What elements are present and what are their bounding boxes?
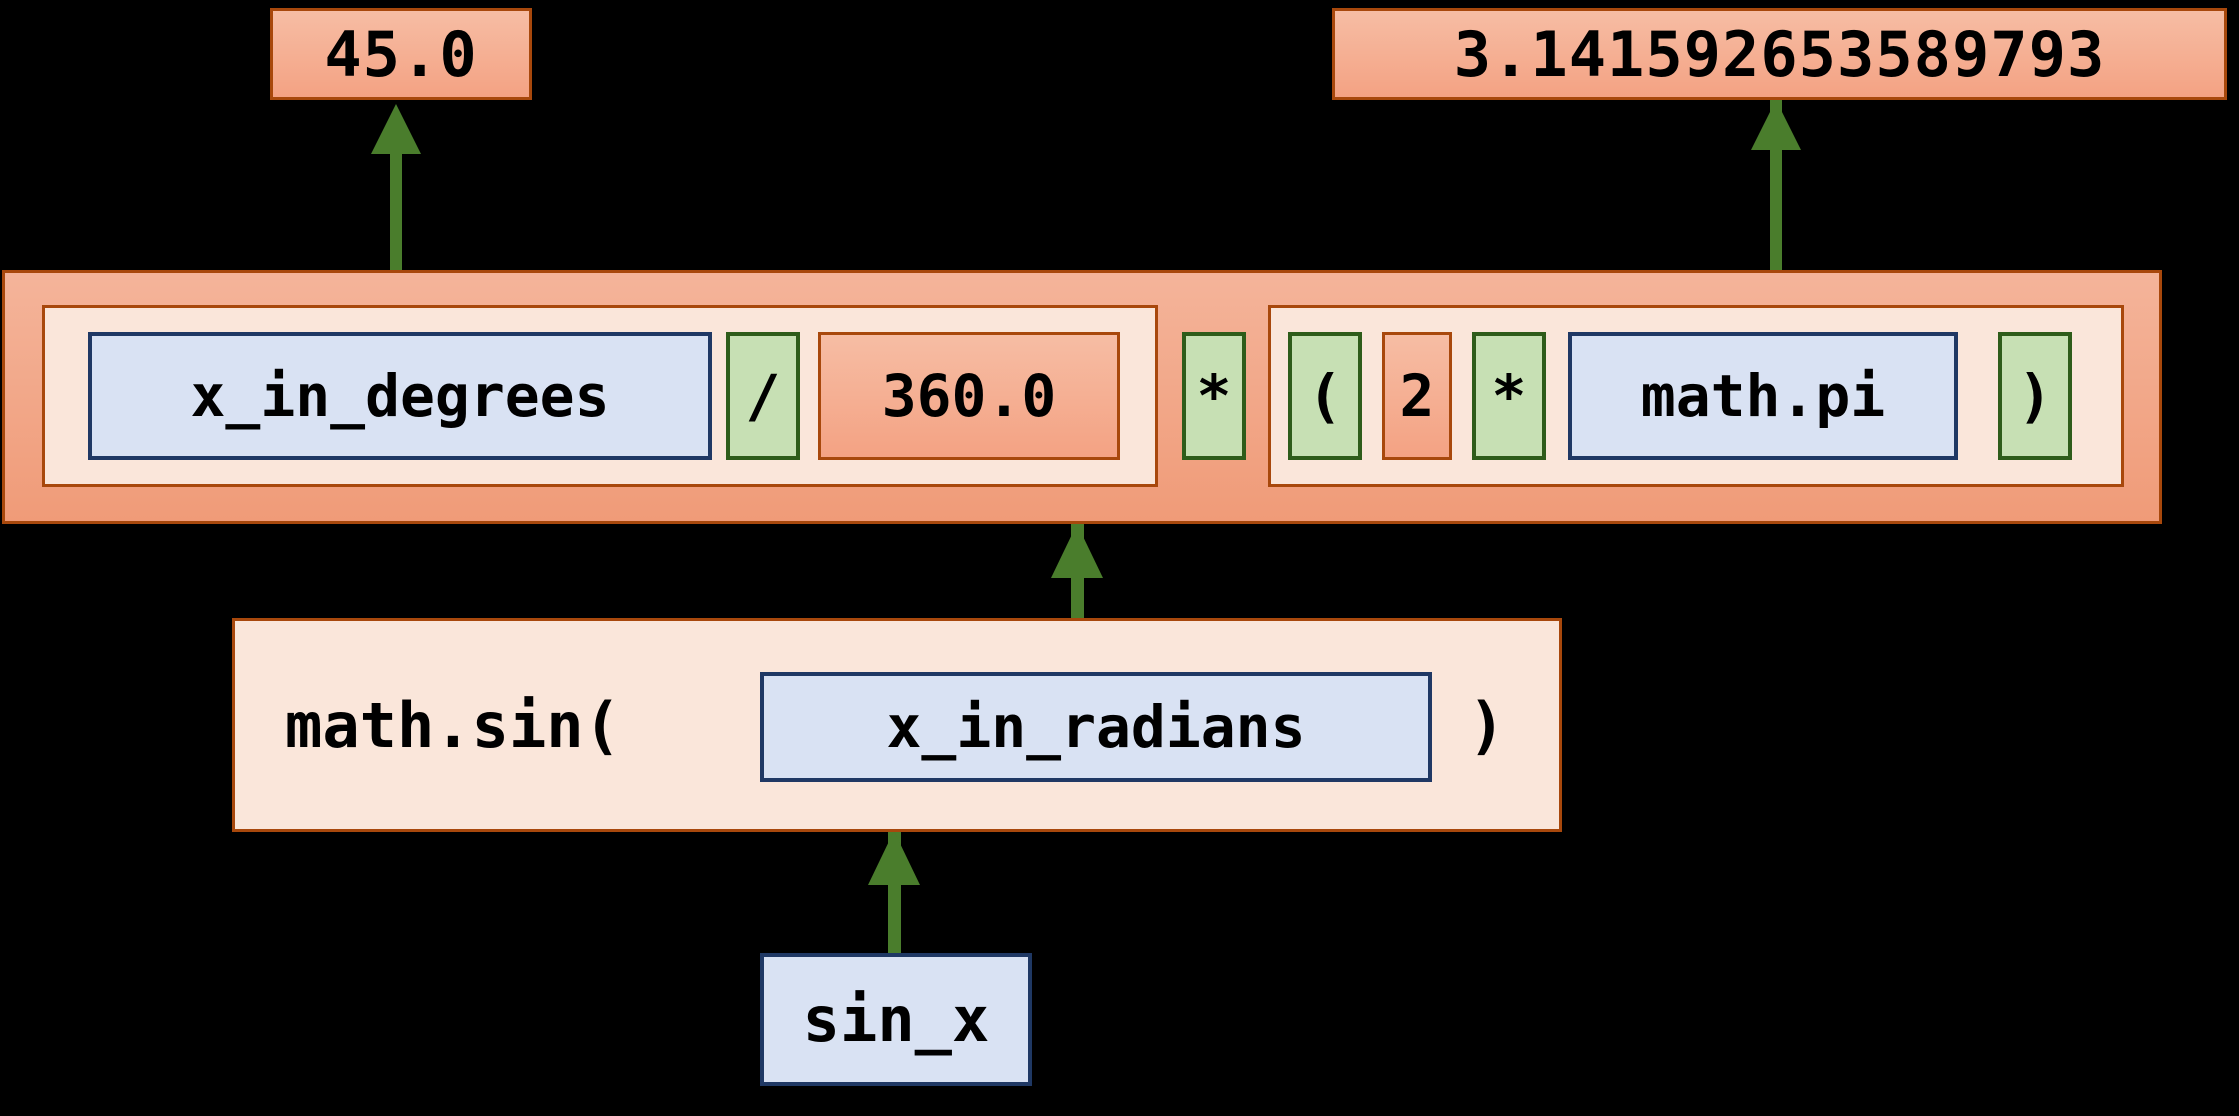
token-close-paren[interactable]: ) — [1998, 332, 2072, 460]
token-open-paren-label: ( — [1307, 362, 1343, 430]
degrees-value-box: 45.0 — [270, 8, 532, 100]
token-x-in-radians-label: x_in_radians — [886, 693, 1306, 761]
token-literal-2-label: 2 — [1399, 362, 1435, 430]
token-group-multiply-operator-label: * — [1491, 362, 1527, 430]
token-x-in-radians[interactable]: x_in_radians — [760, 672, 1432, 782]
token-literal-360-label: 360.0 — [881, 362, 1057, 430]
token-sin-x-label: sin_x — [802, 983, 990, 1056]
token-x-in-degrees[interactable]: x_in_degrees — [88, 332, 712, 460]
token-math-pi-label: math.pi — [1640, 362, 1886, 430]
token-close-paren-label: ) — [2017, 362, 2053, 430]
token-x-in-degrees-label: x_in_degrees — [190, 362, 610, 430]
token-open-paren[interactable]: ( — [1288, 332, 1362, 460]
token-sin-x[interactable]: sin_x — [760, 953, 1032, 1086]
token-divide-operator[interactable]: / — [726, 332, 800, 460]
pi-value-text: 3.141592653589793 — [1453, 17, 2106, 91]
token-literal-360[interactable]: 360.0 — [818, 332, 1120, 460]
degrees-value-text: 45.0 — [324, 17, 478, 91]
token-math-pi[interactable]: math.pi — [1568, 332, 1958, 460]
token-band-multiply-operator-label: * — [1196, 362, 1232, 430]
token-divide-operator-label: / — [745, 362, 781, 430]
token-band-multiply-operator[interactable]: * — [1182, 332, 1246, 460]
pi-value-box: 3.141592653589793 — [1332, 8, 2227, 100]
token-group-multiply-operator[interactable]: * — [1472, 332, 1546, 460]
sin-call-suffix-text: ) — [1468, 688, 1506, 762]
token-literal-2[interactable]: 2 — [1382, 332, 1452, 460]
sin-call-prefix-text: math.sin( — [285, 688, 621, 762]
